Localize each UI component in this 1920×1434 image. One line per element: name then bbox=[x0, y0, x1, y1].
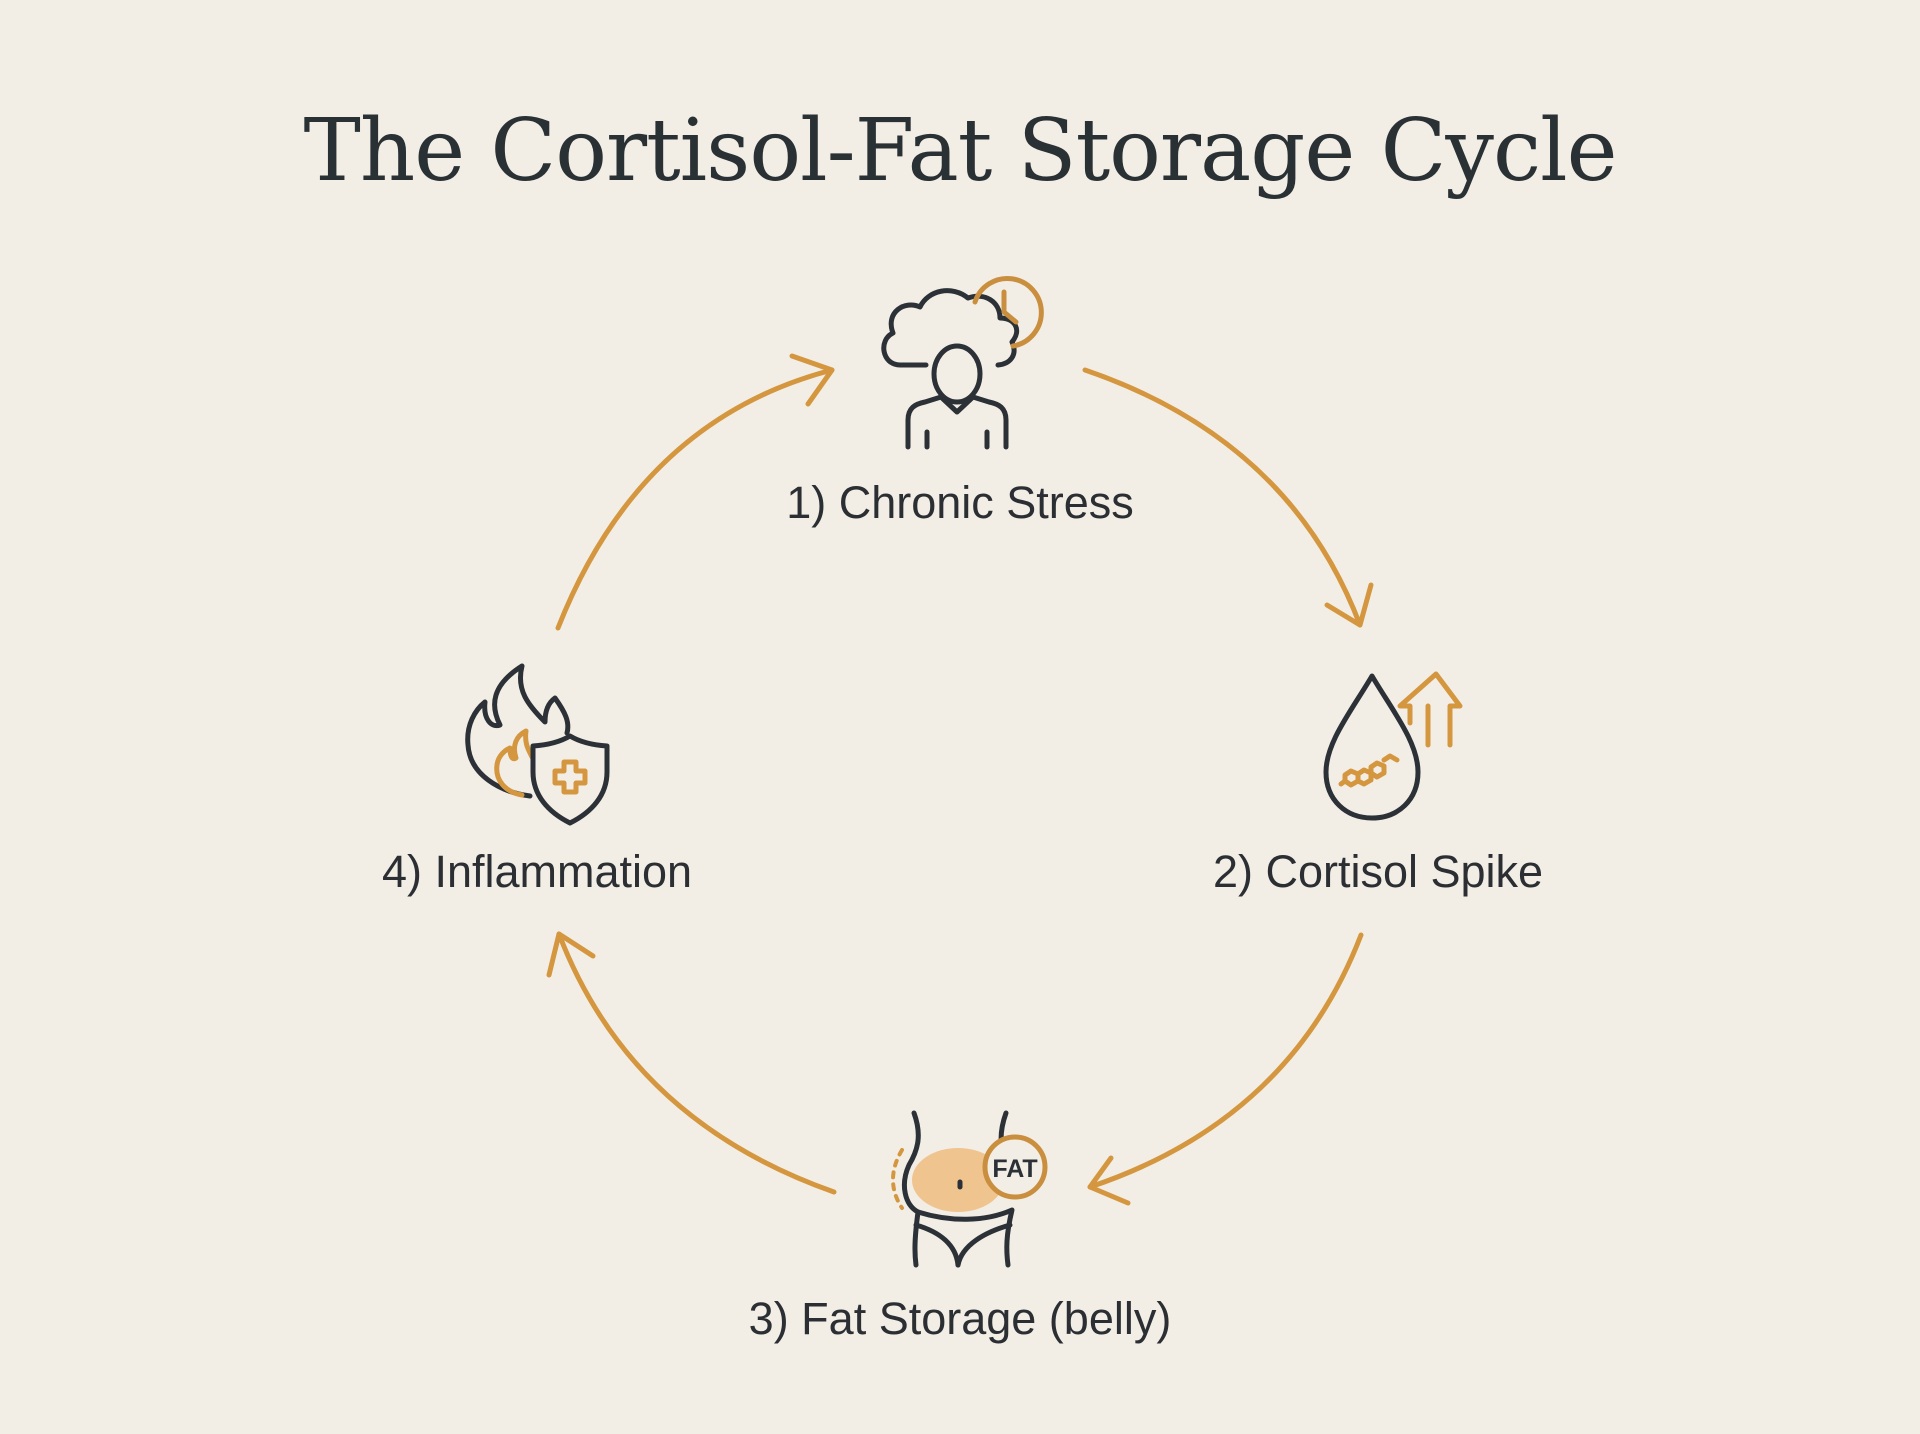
belly-fat-icon: FAT bbox=[891, 1110, 1048, 1268]
flame-shield-icon bbox=[465, 663, 610, 826]
arrow-1-to-2 bbox=[1082, 367, 1374, 628]
step-label-chronic-stress: 1) Chronic Stress bbox=[786, 477, 1134, 528]
arrow-4-to-1 bbox=[555, 353, 835, 631]
step-label-inflammation: 4) Inflammation bbox=[381, 846, 693, 897]
stress-person-cloud-clock-icon bbox=[881, 275, 1044, 450]
cortisol-drop-arrow-icon bbox=[1323, 671, 1463, 821]
fat-badge-text: FAT bbox=[992, 1155, 1037, 1183]
diagram-title: The Cortisol-Fat Storage Cycle bbox=[303, 101, 1617, 201]
step-label-cortisol-spike: 2) Cortisol Spike bbox=[1212, 846, 1544, 897]
step-label-fat-storage: 3) Fat Storage (belly) bbox=[748, 1293, 1172, 1344]
arrow-3-to-4 bbox=[546, 931, 837, 1195]
arrow-2-to-3 bbox=[1087, 932, 1364, 1206]
